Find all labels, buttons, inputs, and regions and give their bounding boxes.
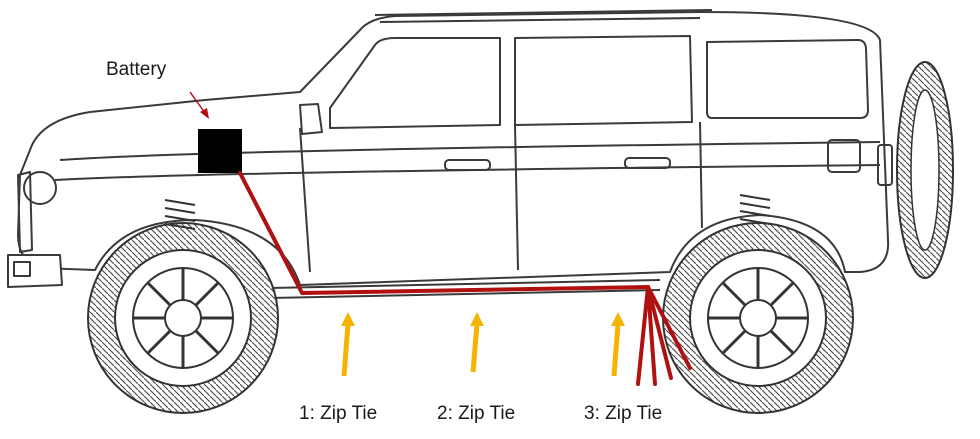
zip-tie-1-label: 1: Zip Tie [299,403,378,424]
zip-tie-2-label: 2: Zip Tie [437,403,516,424]
battery-block [198,129,242,173]
spare-tire [896,61,954,279]
wire-route [238,171,692,386]
front-spring [164,199,196,230]
front-wheel [87,222,279,414]
rear-spring [739,194,771,225]
battery-label: Battery [106,59,167,80]
battery-pointer-arrow [189,91,209,119]
vehicle-outline [7,9,893,299]
rear-wheel [662,222,854,414]
zip-tie-3-label: 3: Zip Tie [584,403,663,424]
zip-tie-arrow-2 [470,312,484,373]
zip-tie-arrow-1 [341,312,355,377]
zip-tie-arrow-3 [611,312,625,377]
